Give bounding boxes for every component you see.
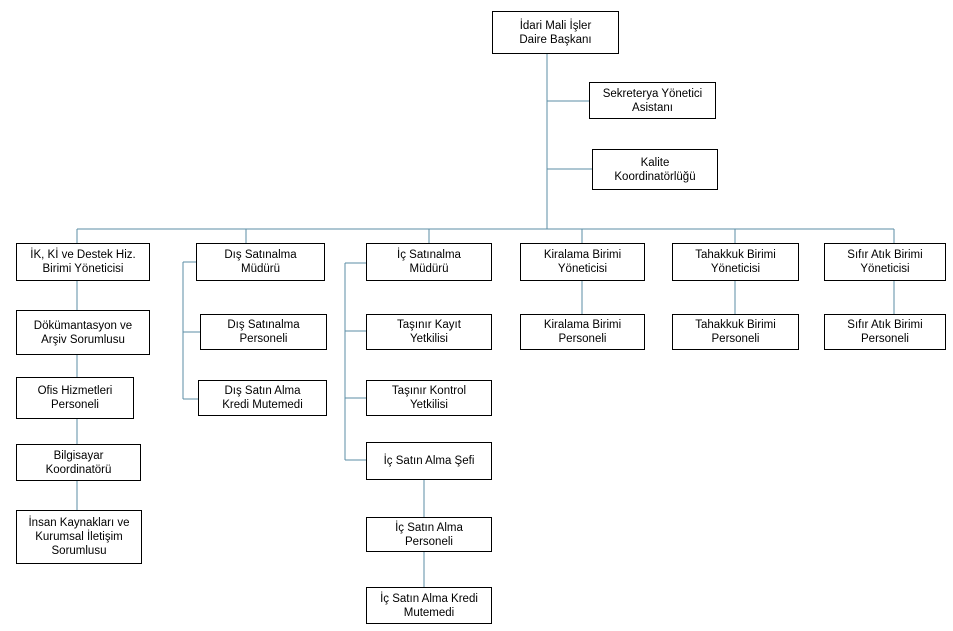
node-zero-waste-staff: Sıfır Atık Birimi Personeli: [824, 314, 946, 350]
node-ik: İK, Kİ ve Destek Hiz. Birimi Yöneticisi: [16, 243, 150, 281]
node-dis-credit: Dış Satın Alma Kredi Mutemedi: [198, 380, 327, 416]
node-dis-manager: Dış Satınalma Müdürü: [196, 243, 325, 281]
node-secretary: Sekreterya Yönetici Asistanı: [589, 82, 716, 119]
node-accrual-staff: Tahakkuk Birimi Personeli: [672, 314, 799, 350]
node-asset-control: Taşınır Kontrol Yetkilisi: [366, 380, 492, 416]
node-asset-registry: Taşınır Kayıt Yetkilisi: [366, 314, 492, 350]
node-zero-waste-manager: Sıfır Atık Birimi Yöneticisi: [824, 243, 946, 281]
node-hr: İnsan Kaynakları ve Kurumsal İletişim So…: [16, 510, 142, 564]
node-ic-staff: İç Satın Alma Personeli: [366, 517, 492, 552]
node-dis-staff: Dış Satınalma Personeli: [200, 314, 327, 350]
node-accrual-manager: Tahakkuk Birimi Yöneticisi: [672, 243, 799, 281]
node-computer: Bilgisayar Koordinatörü: [16, 444, 141, 481]
node-rental-staff: Kiralama Birimi Personeli: [520, 314, 645, 350]
node-ic-credit: İç Satın Alma Kredi Mutemedi: [366, 587, 492, 624]
node-quality: Kalite Koordinatörlüğü: [592, 149, 718, 190]
node-head: İdari Mali İşler Daire Başkanı: [492, 11, 619, 54]
node-ic-chief: İç Satın Alma Şefi: [366, 442, 492, 480]
node-docs: Dökümantasyon ve Arşiv Sorumlusu: [16, 310, 150, 355]
node-ic-manager: İç Satınalma Müdürü: [366, 243, 492, 281]
node-rental-manager: Kiralama Birimi Yöneticisi: [520, 243, 645, 281]
node-office: Ofis Hizmetleri Personeli: [16, 377, 134, 419]
